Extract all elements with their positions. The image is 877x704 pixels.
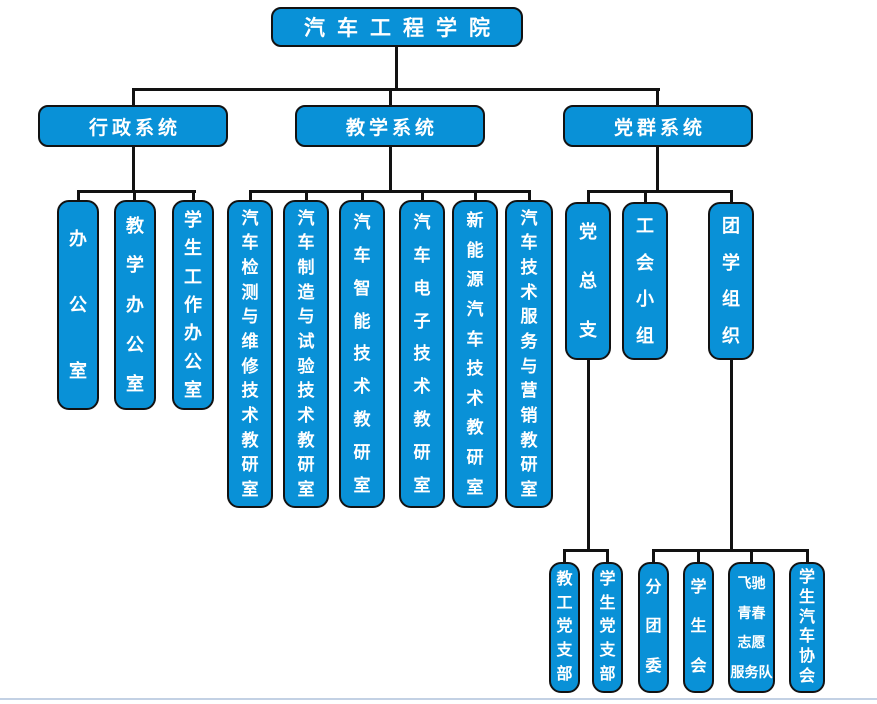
node-auto-intelligence-office: 汽车智能技术教研室: [339, 200, 385, 508]
connector-teaching-drop-5: [474, 192, 477, 200]
connector-league-drop-4: [806, 551, 809, 562]
connector-drop-teaching: [389, 89, 392, 105]
node-volunteer-service-team: 飞驰青春志愿服务队: [728, 562, 775, 693]
node-auto-inspection-maintenance-office: 汽车检测与维修技术教研室: [227, 200, 273, 508]
connector-teaching-horizontal: [249, 190, 531, 193]
connector-party-stem: [656, 147, 659, 193]
node-student-affairs-office: 学生工作办公室: [172, 200, 214, 410]
connector-party-drop-1: [587, 192, 590, 202]
node-league-committee: 分团委: [638, 562, 669, 693]
connector-party-horizontal: [587, 190, 733, 193]
connector-level1-horizontal: [132, 88, 660, 91]
connector-party-general-drop-2: [606, 551, 609, 562]
connector-teaching-drop-6: [528, 192, 531, 200]
footer-rule: [0, 698, 877, 700]
node-student-union: 学生会: [683, 562, 714, 693]
node-party-system: 党群系统: [563, 105, 753, 147]
node-teaching-office: 教学办公室: [114, 200, 156, 410]
connector-teaching-stem: [389, 147, 392, 193]
node-teaching-system: 教学系统: [295, 105, 485, 147]
connector-admin-drop-3: [192, 192, 195, 200]
connector-league-drop-1: [652, 551, 655, 562]
connector-party-general-stem: [587, 360, 590, 552]
connector-teaching-drop-2: [305, 192, 308, 200]
connector-teaching-drop-4: [421, 192, 424, 200]
connector-admin-horizontal: [77, 190, 196, 193]
node-admin-system: 行政系统: [38, 105, 228, 147]
node-faculty-party-branch: 教工党支部: [549, 562, 580, 693]
node-party-general-branch: 党总支: [565, 202, 611, 360]
node-office: 办公室: [57, 200, 99, 410]
connector-drop-admin: [132, 89, 135, 105]
node-auto-service-marketing-office: 汽车技术服务与营销教研室: [505, 200, 553, 508]
connector-league-drop-3: [750, 551, 753, 562]
connector-teaching-drop-3: [361, 192, 364, 200]
node-nev-technology-office: 新能源汽车技术教研室: [452, 200, 498, 508]
connector-party-drop-2: [644, 192, 647, 202]
connector-party-general-drop-1: [563, 551, 566, 562]
connector-admin-drop-2: [133, 192, 136, 200]
connector-admin-drop-1: [77, 192, 80, 200]
node-student-party-branch: 学生党支部: [592, 562, 623, 693]
connector-party-drop-3: [730, 192, 733, 202]
node-student-auto-association: 学生汽车协会: [789, 562, 825, 693]
node-root: 汽车工程学院: [271, 7, 523, 47]
node-league-student-org: 团学组织: [708, 202, 754, 360]
connector-party-general-horizontal: [563, 549, 609, 552]
node-auto-manufacturing-testing-office: 汽车制造与试验技术教研室: [283, 200, 329, 508]
connector-teaching-drop-1: [249, 192, 252, 200]
connector-league-drop-2: [697, 551, 700, 562]
connector-root-stem: [395, 47, 398, 91]
node-union-group: 工会小组: [622, 202, 668, 360]
connector-league-horizontal: [652, 549, 809, 552]
connector-league-stem: [730, 360, 733, 552]
connector-admin-stem: [132, 147, 135, 193]
connector-drop-party: [656, 89, 659, 105]
node-auto-electronics-office: 汽车电子技术教研室: [399, 200, 445, 508]
